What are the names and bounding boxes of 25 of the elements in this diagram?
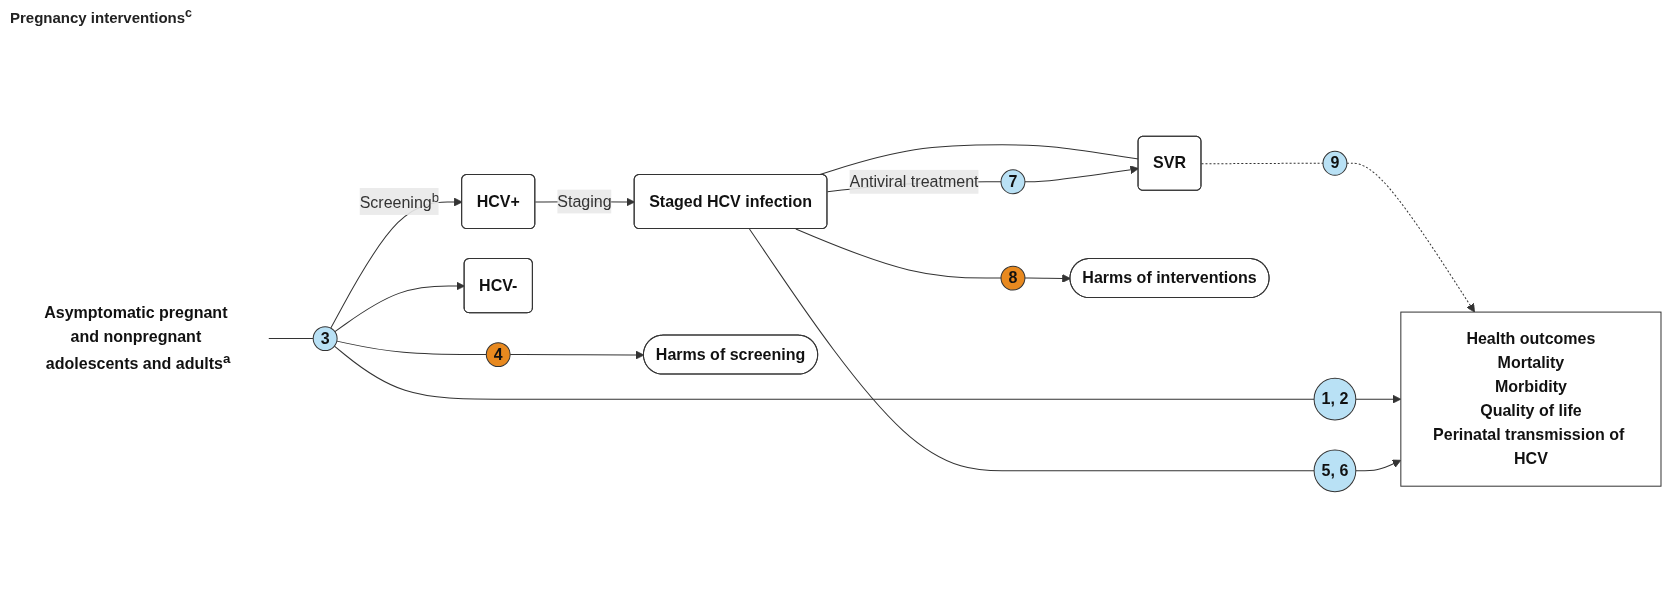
arrow	[1024, 165, 1139, 183]
arrow	[334, 281, 465, 333]
node-text: Asymptomatic pregnant and nonpregnant adolescents and adults$^{a}$	[44, 303, 231, 373]
connector	[748, 228, 1315, 472]
note-text: Pregnancy interventions$^{c}$	[10, 6, 192, 26]
node-circle: 8	[1000, 265, 1026, 291]
edge-label: Staging	[557, 192, 612, 210]
connector	[267, 338, 314, 340]
node-circle: 5, 6	[1313, 449, 1357, 493]
arrow	[1346, 162, 1475, 313]
arrow	[509, 350, 645, 360]
arrow	[1355, 394, 1402, 404]
node-circle: 1, 2	[1313, 377, 1357, 421]
edge-label: Antiviral treatment	[849, 172, 979, 190]
connector	[333, 345, 1315, 400]
arrow	[1355, 459, 1402, 472]
arrow	[1024, 274, 1071, 283]
node-circle: 4	[485, 342, 511, 368]
connector	[795, 228, 1002, 279]
node-circle: 9	[1322, 150, 1348, 176]
node-circle: 7	[1000, 169, 1026, 195]
node-circle: 3	[312, 326, 338, 352]
connector	[336, 340, 487, 356]
node-box: Health outcomes Mortality Morbidity Quality of life Perinatal transmission of HCV	[1400, 311, 1662, 487]
edge-label: Screening$^{b}$	[359, 189, 440, 212]
